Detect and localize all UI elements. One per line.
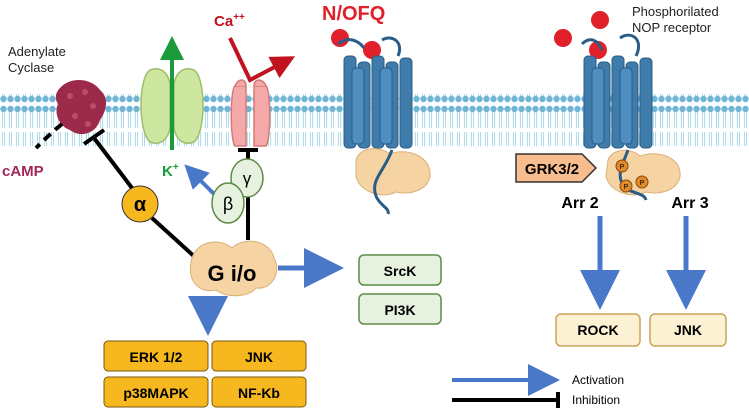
legend: Activation Inhibition	[452, 364, 624, 408]
rock-label: ROCK	[577, 322, 618, 338]
erk-box: ERK 1/2	[103, 340, 209, 372]
nfkb-label: NF-Kb	[238, 385, 280, 401]
potassium-channel	[140, 68, 204, 144]
nfkb-box: NF-Kb	[211, 376, 307, 408]
camp-dashed-link	[34, 122, 64, 150]
adenylate-cyclase-label-line1: Adenylate	[8, 44, 66, 59]
svg-text:P: P	[640, 180, 645, 187]
grk-label: GRK3/2	[525, 161, 579, 178]
rock-box: ROCK	[555, 313, 641, 347]
phosphate-group: P	[635, 175, 649, 189]
ligand-molecule	[591, 11, 609, 29]
g-io-protein	[190, 240, 278, 297]
alpha-inhibits-ac	[92, 136, 134, 190]
pi3k-label: PI3K	[384, 302, 415, 318]
srck-box: SrcK	[358, 254, 442, 286]
phosphate-group: P	[619, 179, 633, 193]
g-beta-label: β	[223, 194, 233, 214]
nop-receptor	[337, 36, 413, 149]
erk-label: ERK 1/2	[130, 349, 183, 365]
calcium-influx-arrow	[228, 37, 296, 83]
srck-label: SrcK	[384, 263, 417, 279]
adenylate-cyclase-label-line2: Cyclase	[8, 60, 54, 75]
camp-label: cAMP	[2, 163, 44, 180]
nop-receptor-arrestin-site	[355, 148, 431, 196]
grk-kinase: GRK3/2	[515, 153, 598, 183]
jnk-arrestin-box: JNK	[649, 313, 727, 347]
pi3k-box: PI3K	[358, 293, 442, 325]
p38mapk-box: p38MAPK	[103, 376, 209, 408]
phospho-receptor-label-line2: NOP receptor	[632, 20, 712, 35]
phosphorylated-nop-receptor	[580, 33, 653, 149]
alpha-to-gio-line	[150, 216, 198, 260]
ligand-molecule	[554, 29, 572, 47]
alpha-inhibits-ac-bar	[82, 128, 106, 146]
adenylate-cyclase-enzyme	[55, 79, 107, 135]
ligand-molecule	[363, 41, 381, 59]
calcium-label: Ca++	[214, 12, 245, 30]
g-io-label: G i/o	[208, 261, 257, 286]
receptor-c-tail	[373, 149, 394, 215]
svg-text:P: P	[624, 184, 629, 191]
legend-inhibition-label: Inhibition	[572, 393, 620, 407]
g-alpha-label: α	[134, 194, 147, 216]
jnk-box: JNK	[211, 340, 307, 372]
svg-text:P: P	[620, 164, 625, 171]
calcium-channel	[230, 79, 271, 147]
p38mapk-label: p38MAPK	[123, 385, 188, 401]
ligand-molecule	[331, 29, 349, 47]
g-beta-subunit	[211, 182, 245, 224]
ligand-title: N/OFQ	[322, 3, 385, 25]
legend-activation-label: Activation	[572, 373, 624, 387]
phosphate-group: P	[615, 159, 629, 173]
jnk-label: JNK	[245, 349, 273, 365]
g-alpha-subunit	[121, 185, 159, 223]
arrestin3-label: Arr 3	[671, 195, 708, 212]
ligand-molecule	[589, 41, 607, 59]
arrestin2-label: Arr 2	[561, 195, 598, 212]
g-gamma-label: γ	[243, 169, 252, 188]
phospho-receptor-label-line1: Phosphorilated	[632, 4, 719, 19]
jnk-arrestin-label: JNK	[674, 322, 702, 338]
potassium-label: K+	[162, 162, 179, 180]
